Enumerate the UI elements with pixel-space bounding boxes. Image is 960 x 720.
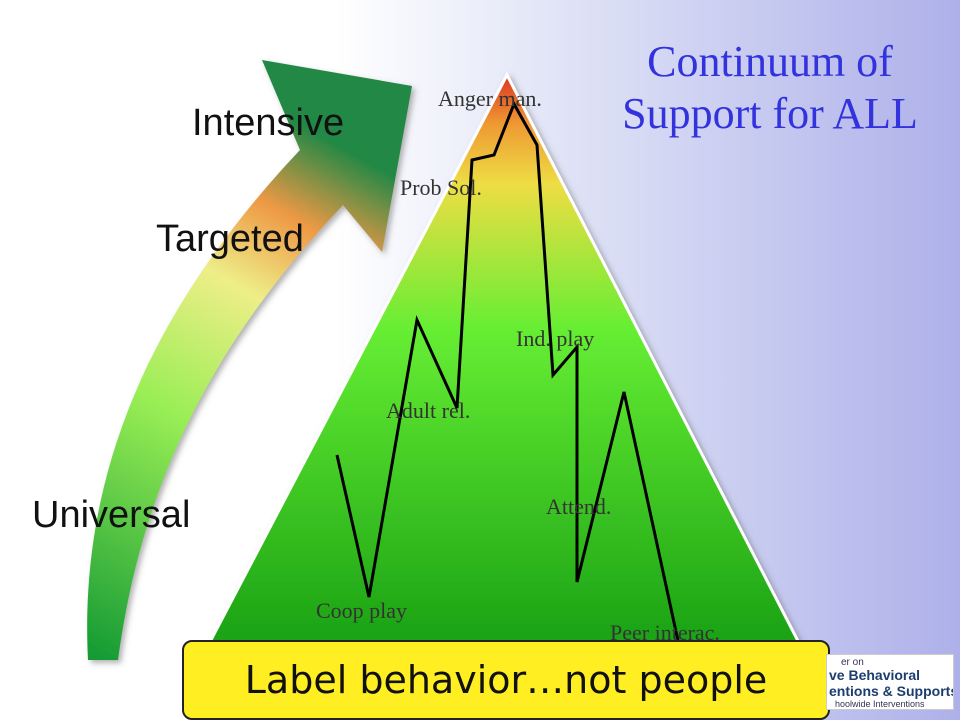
tier-intensive-label: Intensive: [192, 102, 345, 144]
pbis-logo: er on ve Behavioral entions & Supports h…: [826, 654, 954, 710]
logo-text-2: ve Behavioral: [829, 667, 921, 683]
title-line-2: Support for ALL: [622, 89, 918, 138]
tier-universal-label: Universal: [32, 494, 191, 536]
step-adult-relations: Adult rel.: [386, 398, 471, 423]
step-cooperative-play: Coop play: [316, 598, 408, 623]
title-line-1: Continuum of: [647, 37, 893, 86]
step-anger-management: Anger man.: [438, 86, 542, 111]
step-independent-play: Ind. play: [516, 326, 595, 351]
slide-title: Continuum of Support for ALL: [600, 36, 940, 140]
tier-targeted-label: Targeted: [156, 218, 304, 260]
label-behavior-banner: Label behavior…not people: [182, 640, 830, 720]
logo-text-4: hoolwide Interventions: [835, 699, 925, 709]
curved-arrow: [87, 60, 412, 660]
step-problem-solving: Prob Sol.: [400, 175, 482, 200]
step-attend: Attend.: [546, 494, 612, 519]
behavior-profile-line: [335, 100, 682, 651]
logo-text-3: entions & Supports: [829, 683, 954, 699]
logo-text-1: er on: [841, 657, 864, 668]
banner-text: Label behavior…not people: [244, 658, 768, 702]
support-triangle: [187, 71, 821, 682]
